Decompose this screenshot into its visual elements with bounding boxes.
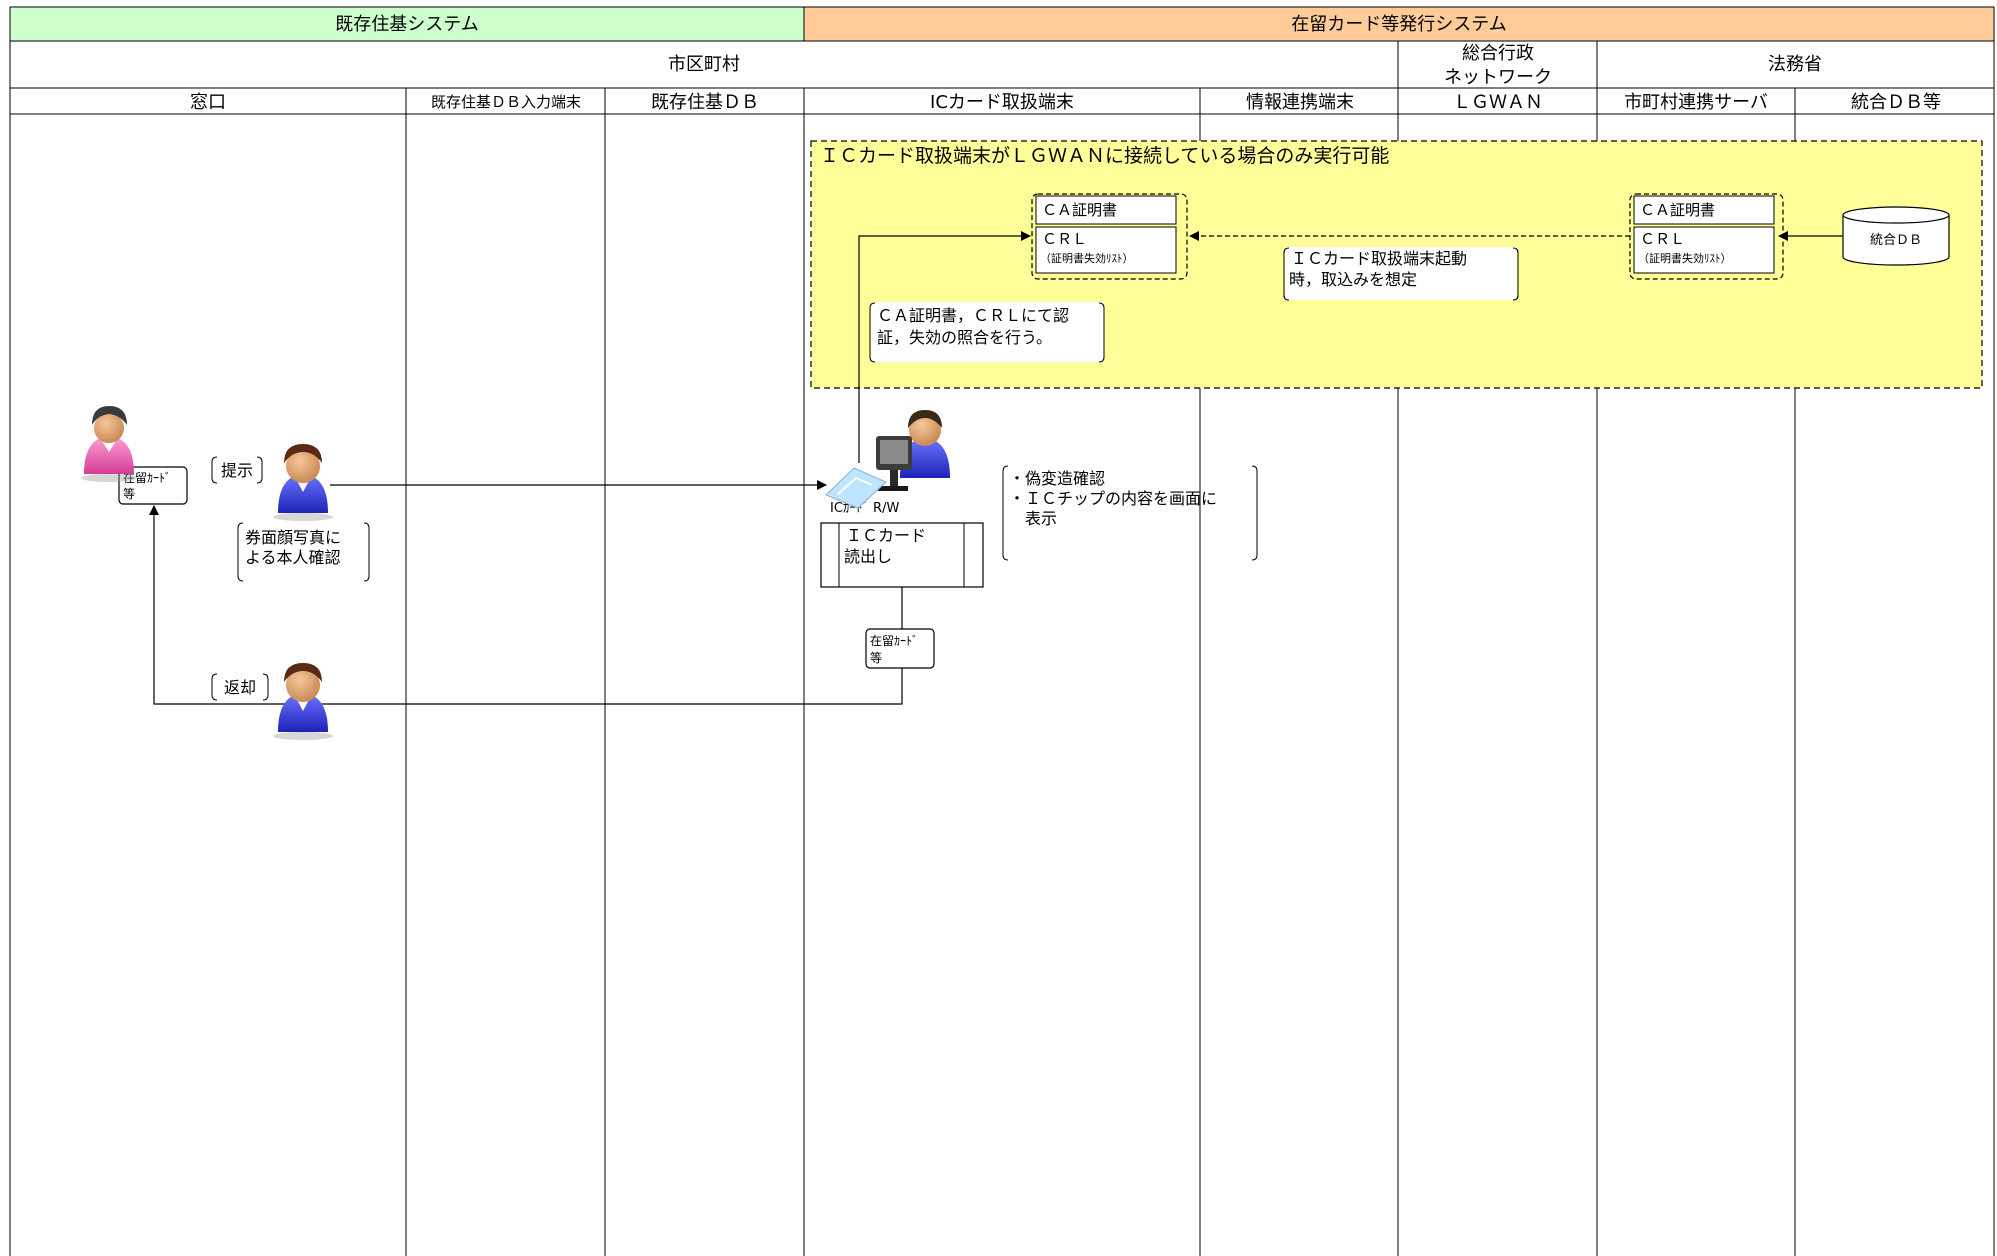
clerk-icon-return — [273, 663, 333, 740]
integrated-db-cylinder: 統合ＤＢ — [1842, 206, 1950, 266]
org-municipality: 市区町村 — [668, 54, 740, 75]
lane-header-input-terminal: 既存住基ＤＢ入力端末 — [431, 93, 581, 111]
header-org-row: 市区町村 総合行政 ネットワーク 法務省 — [9, 40, 1995, 89]
left-certificate-group: ＣＡ証明書 ＣＲＬ （証明書失効ﾘｽﾄ） — [1031, 193, 1188, 280]
lane-header-lgwan: ＬＧＷＡＮ — [1453, 92, 1543, 113]
startup-note-line2: 時，取込みを想定 — [1289, 270, 1417, 289]
right-crl-label: ＣＲＬ — [1640, 230, 1685, 248]
forgery-note-line1: ・偽変造確認 — [1009, 469, 1105, 488]
ic-card-read-process: ＩＣカード 読出し — [820, 522, 984, 588]
applicant-woman-icon — [81, 406, 137, 482]
lane-header-existing-db: 既存住基ＤＢ — [651, 92, 759, 113]
forgery-note-line2: ・ＩＣチップの内容を画面に — [1009, 489, 1217, 508]
left-ca-cert-label: ＣＡ証明書 — [1042, 201, 1117, 219]
right-ca-cert-box — [1633, 195, 1775, 225]
lgwan-condition-title: ＩＣカード取扱端末がＬＧＷＡＮに接続している場合のみ実行可能 — [820, 145, 1389, 167]
forgery-note: ・偽変造確認 ・ＩＣチップの内容を画面に 表示 — [1002, 465, 1258, 561]
right-crl-box — [1633, 226, 1775, 274]
right-certificate-group: ＣＡ証明書 ＣＲＬ （証明書失効ﾘｽﾄ） — [1629, 193, 1784, 280]
return-label: 返却 — [211, 673, 269, 701]
present-label: 提示 — [211, 456, 263, 484]
read-process-line1: ＩＣカード — [846, 526, 926, 545]
face-note-line2: よる本人確認 — [245, 548, 341, 567]
card-doc2-line1: 在留ｶｰﾄﾞ — [870, 634, 918, 648]
org-ministry: 法務省 — [1768, 54, 1822, 75]
lane-header-ic-terminal: ICカード取扱端末 — [930, 92, 1074, 113]
system-header-existing-label: 既存住基システム — [335, 14, 478, 35]
clerk-icon-present — [273, 444, 333, 521]
ic-terminal-operator-icon — [825, 410, 950, 509]
card-doc-line2: 等 — [123, 487, 135, 501]
verify-connector-arrow — [858, 231, 1031, 463]
forgery-note-line3: 表示 — [1009, 509, 1057, 528]
left-crl-sublabel: （証明書失効ﾘｽﾄ） — [1040, 251, 1134, 265]
lane-header-integrated-db: 統合ＤＢ等 — [1851, 92, 1941, 113]
verify-note: ＣＡ証明書，ＣＲＬにて認 証，失効の照合を行う。 — [869, 302, 1105, 363]
card-doc2-line2: 等 — [870, 651, 882, 665]
face-note-line1: 券面顔写真に — [245, 528, 341, 547]
residence-card-document-icon: 在留ｶｰﾄﾞ 等 — [118, 466, 188, 505]
system-header-residence-label: 在留カード等発行システム — [1291, 14, 1506, 35]
startup-note: ＩＣカード取扱端末起動 時，取込みを想定 — [1283, 247, 1519, 301]
lane-header-info-terminal: 情報連携端末 — [1246, 92, 1354, 113]
header-systems-row: 既存住基システム 在留カード等発行システム — [9, 6, 1995, 42]
integrated-db-label: 統合ＤＢ — [1870, 233, 1922, 248]
face-check-note: 券面顔写真に よる本人確認 — [237, 522, 370, 582]
system-header-residence — [803, 6, 1995, 42]
residence-card-document-icon-2: 在留ｶｰﾄﾞ 等 — [865, 628, 935, 669]
system-header-existing — [9, 6, 805, 42]
ic-card-reader-caption: ICｶｰﾄﾞ R/W — [830, 501, 899, 516]
present-label-text: 提示 — [221, 461, 253, 480]
lane-header-counter: 窓口 — [190, 92, 226, 113]
left-crl-box — [1035, 226, 1177, 274]
read-process-line2: 読出し — [844, 547, 892, 566]
lane-header-city-server: 市町村連携サーバ — [1624, 92, 1768, 113]
verify-note-line1: ＣＡ証明書，ＣＲＬにて認 — [877, 306, 1069, 325]
right-crl-sublabel: （証明書失効ﾘｽﾄ） — [1638, 251, 1732, 265]
left-ca-cert-box — [1035, 195, 1177, 225]
return-label-text: 返却 — [224, 678, 256, 697]
card-doc-line1: 在留ｶｰﾄﾞ — [123, 471, 171, 485]
right-ca-cert-label: ＣＡ証明書 — [1640, 201, 1715, 219]
org-network-line1: 総合行政 — [1462, 43, 1534, 64]
startup-note-line1: ＩＣカード取扱端末起動 — [1291, 249, 1467, 268]
org-network-line2: ネットワーク — [1444, 67, 1552, 88]
verify-note-line2: 証，失効の照合を行う。 — [877, 328, 1052, 347]
left-crl-label: ＣＲＬ — [1042, 230, 1087, 248]
header-lanes-row: 窓口 既存住基ＤＢ入力端末 既存住基ＤＢ ICカード取扱端末 情報連携端末 ＬＧ… — [9, 87, 1995, 115]
